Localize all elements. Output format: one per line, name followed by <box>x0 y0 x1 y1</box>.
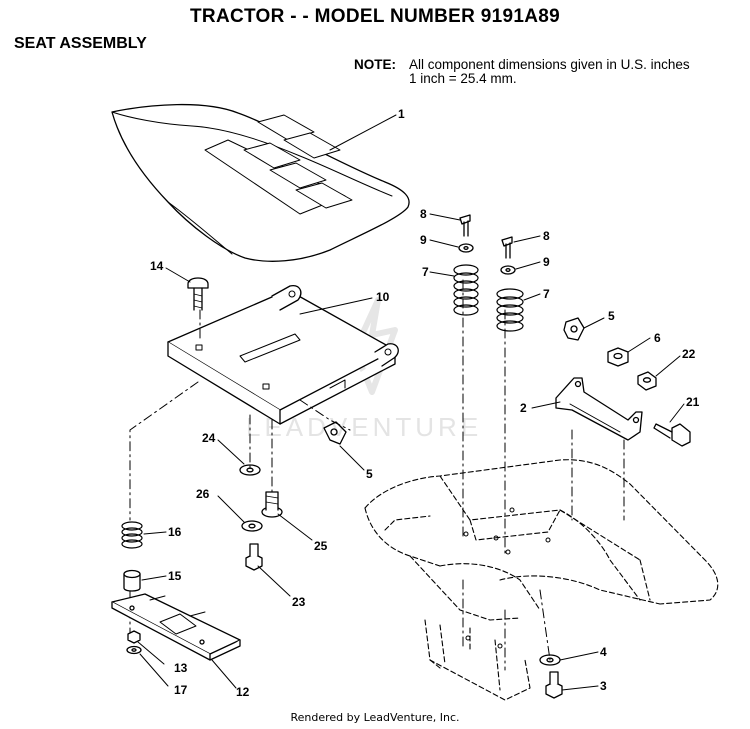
callout-3: 3 <box>600 679 607 693</box>
callout-15: 15 <box>168 569 182 583</box>
callout-2: 2 <box>520 401 527 415</box>
nut-6[interactable] <box>607 347 629 367</box>
nut-23[interactable] <box>245 543 263 571</box>
callout-12: 12 <box>236 685 250 699</box>
watermark-logo <box>352 297 398 395</box>
callout-7-left: 7 <box>422 265 429 279</box>
section-title: SEAT ASSEMBLY <box>14 35 147 52</box>
callout-16: 16 <box>168 525 182 539</box>
bracket-2[interactable] <box>555 377 643 441</box>
note-line-2: 1 inch = 25.4 mm. <box>409 71 517 86</box>
callout-10: 10 <box>376 290 390 304</box>
base-plate-12[interactable] <box>111 593 241 661</box>
spring-7-left[interactable] <box>453 264 479 316</box>
frame-holes <box>463 507 551 649</box>
washer-24[interactable] <box>239 464 261 476</box>
callout-5-right: 5 <box>608 309 615 323</box>
callout-6: 6 <box>654 331 661 345</box>
callout-14: 14 <box>150 259 164 273</box>
callout-8-left: 8 <box>420 207 427 221</box>
spacer-15[interactable] <box>123 569 141 592</box>
callout-4: 4 <box>600 645 607 659</box>
washer-9-right[interactable] <box>500 265 516 275</box>
bolt-3[interactable] <box>545 671 563 699</box>
callout-25: 25 <box>314 539 328 553</box>
bolt-25[interactable] <box>261 491 283 518</box>
callout-26: 26 <box>196 487 210 501</box>
callout-1: 1 <box>398 107 405 121</box>
bolt-8-left[interactable] <box>459 214 471 237</box>
spring-16[interactable] <box>121 521 143 549</box>
watermark-text: LEADVENTURE <box>246 412 482 442</box>
callout-8-right: 8 <box>543 229 550 243</box>
callout-23: 23 <box>292 595 306 609</box>
callout-22: 22 <box>682 347 696 361</box>
tractor-frame <box>364 459 719 701</box>
seat-pan[interactable] <box>167 285 399 425</box>
dimension-note: NOTE: All component dimensions given in … <box>354 57 690 86</box>
note-label: NOTE: <box>354 57 396 72</box>
carriage-bolt-14[interactable] <box>187 277 209 311</box>
callout-9-right: 9 <box>543 255 550 269</box>
spring-7-right[interactable] <box>496 288 524 332</box>
clip-5-left[interactable] <box>323 421 347 445</box>
callout-17: 17 <box>174 683 188 697</box>
bolt-8-right[interactable] <box>501 236 513 259</box>
locknut-22[interactable] <box>637 371 657 391</box>
seat[interactable] <box>111 103 410 262</box>
callout-13: 13 <box>174 661 188 675</box>
callout-5-left: 5 <box>366 467 373 481</box>
shoulder-bolt-21[interactable] <box>653 423 691 447</box>
washer-9-left[interactable] <box>458 243 474 253</box>
washer-17[interactable] <box>126 645 142 655</box>
note-line-1: All component dimensions given in U.S. i… <box>409 57 690 72</box>
washer-26[interactable] <box>241 520 263 532</box>
leader-lines <box>137 114 685 691</box>
callout-24: 24 <box>202 431 216 445</box>
callout-9-left: 9 <box>420 233 427 247</box>
footer-credit: Rendered by LeadVenture, Inc. <box>290 711 460 724</box>
callout-7-right: 7 <box>543 287 550 301</box>
nut-13[interactable] <box>127 630 141 644</box>
page-title: TRACTOR - - MODEL NUMBER 9191A89 <box>190 6 560 27</box>
callout-21: 21 <box>686 395 700 409</box>
clip-5-right[interactable] <box>563 317 585 341</box>
